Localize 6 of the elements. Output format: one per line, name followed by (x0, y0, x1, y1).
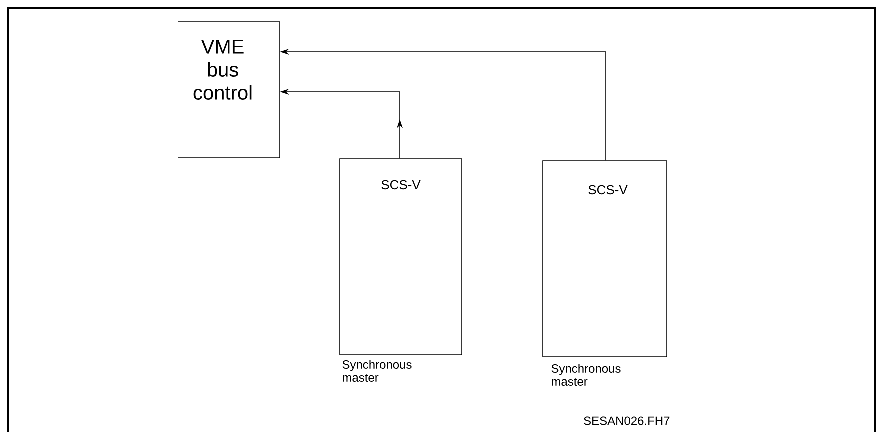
node-label: Synchronous master (552, 364, 621, 386)
module-box: SCS-V (542, 160, 668, 358)
node-label: Synchronous master (342, 360, 412, 382)
control-box: VME bus control (178, 22, 280, 158)
file-name: SESAN026.FH7 (584, 416, 670, 426)
module-box: SCS-V (340, 158, 462, 356)
